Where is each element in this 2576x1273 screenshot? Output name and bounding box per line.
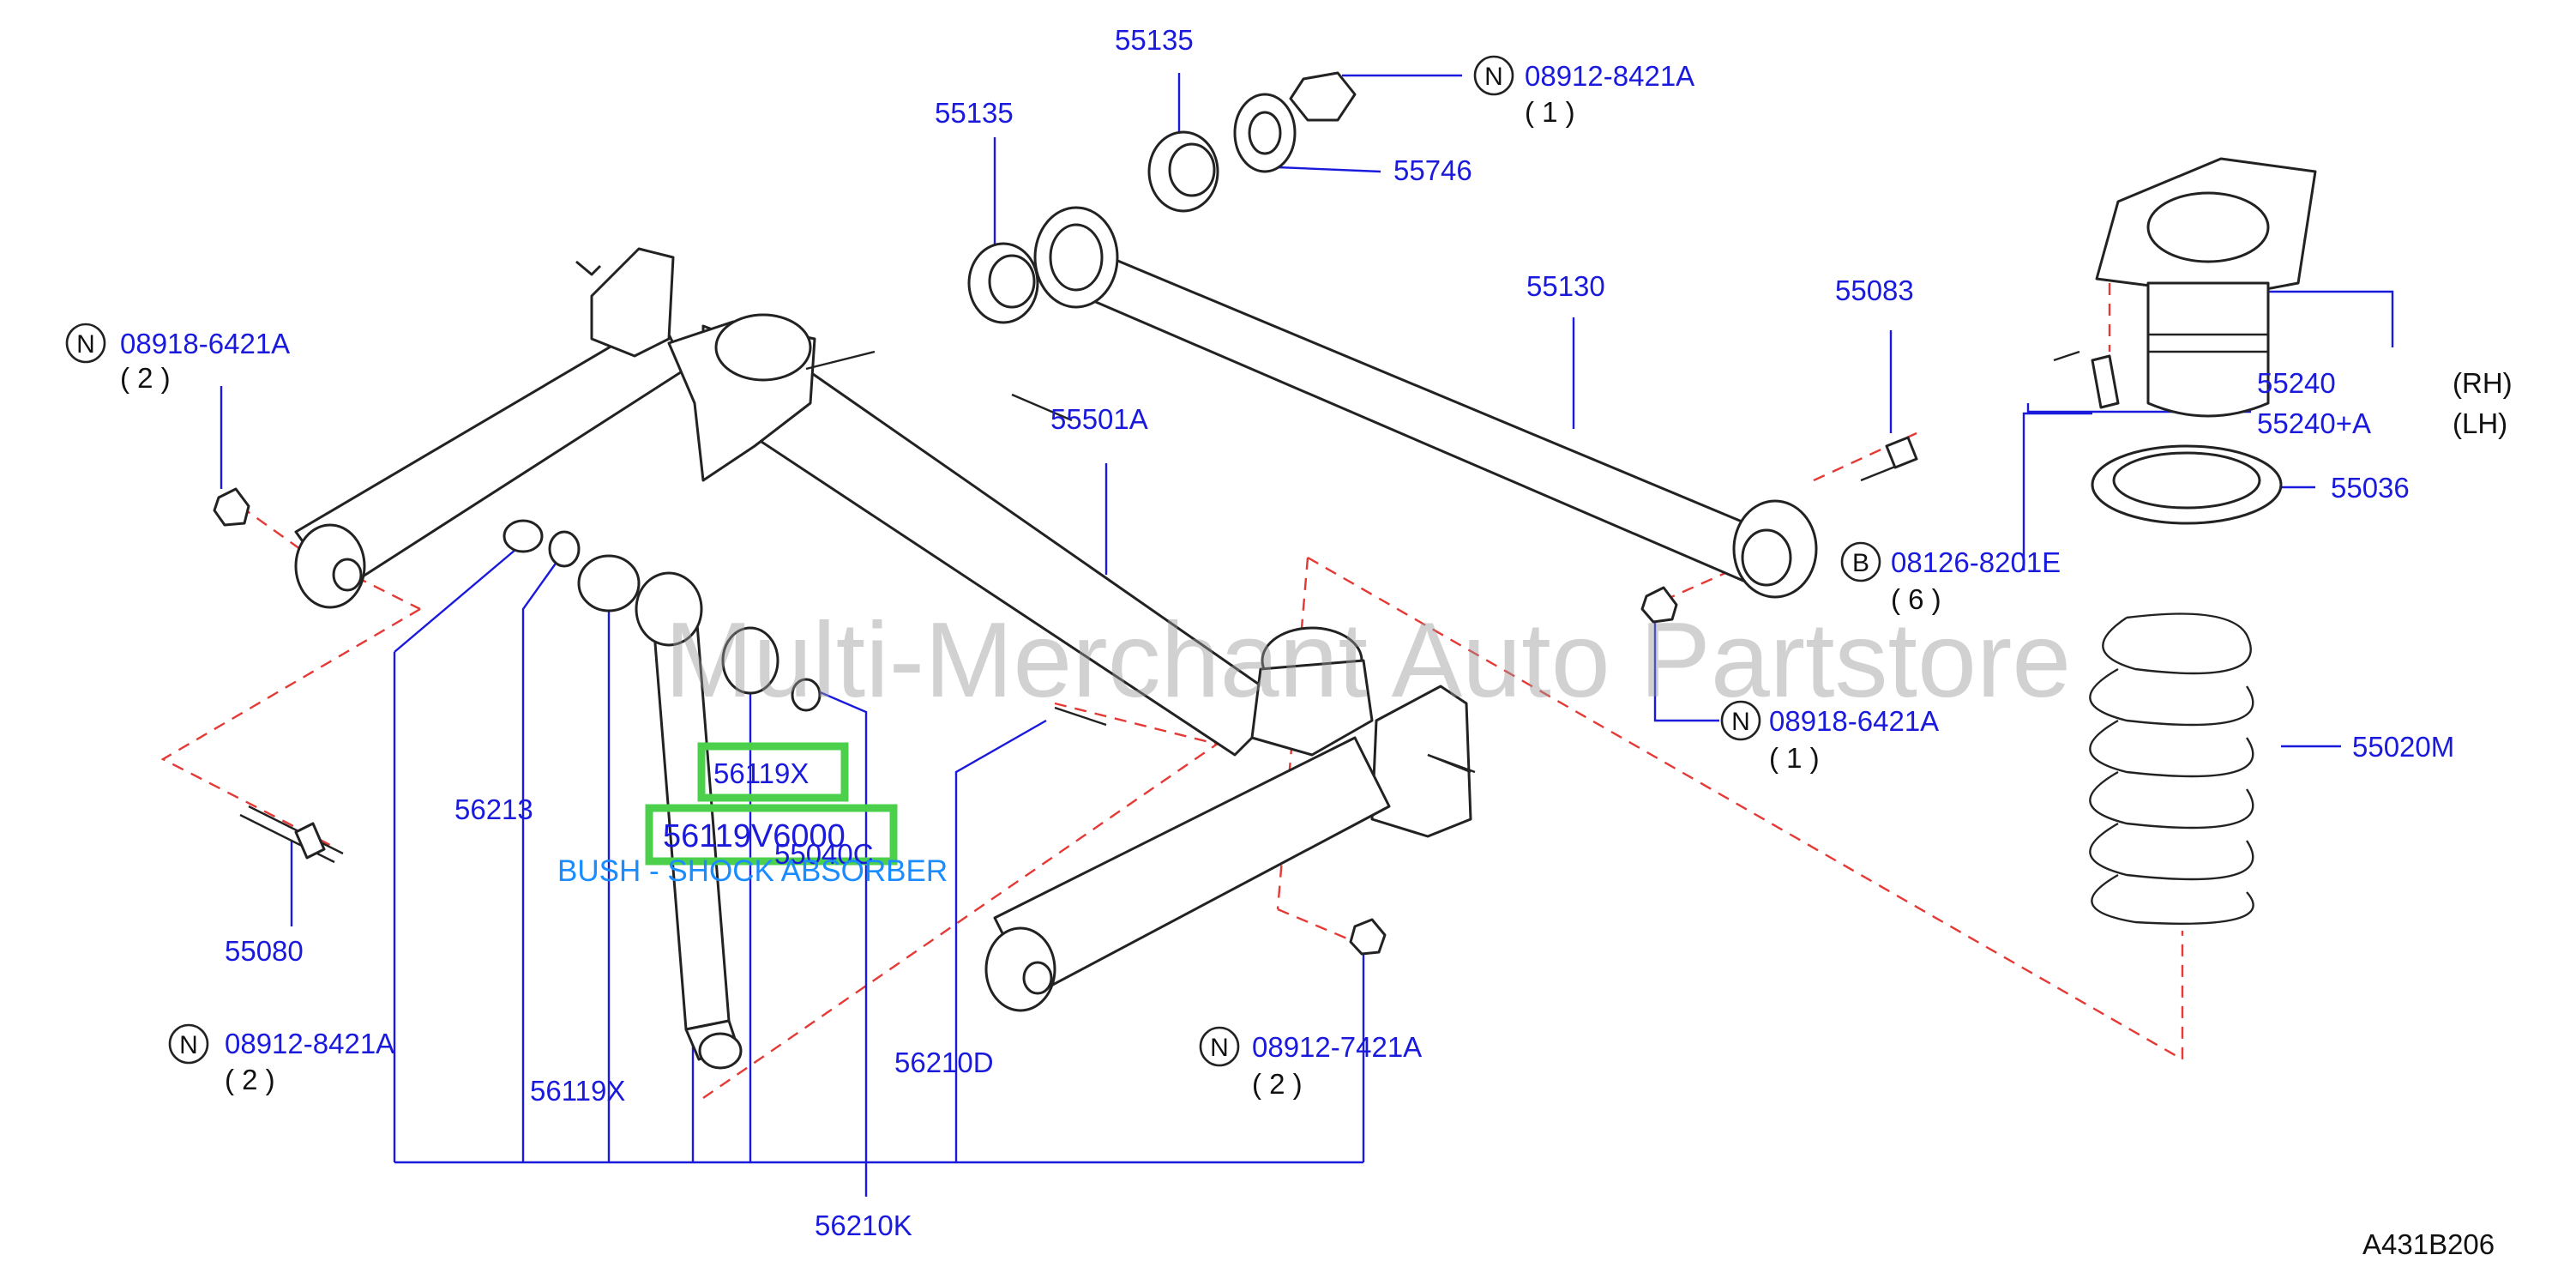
circle-marks: N N B N N N <box>65 55 1881 1067</box>
rear-axle-beam <box>294 247 1472 1012</box>
n-mark-right <box>1720 700 1761 741</box>
lateral-rod-55130 <box>1033 206 1818 599</box>
quantity-08912-8421a-top: ( 1 ) <box>1525 96 1575 128</box>
part-number-55020m[interactable]: 55020M <box>2352 731 2454 763</box>
part-number-56213[interactable]: 56213 <box>454 793 533 825</box>
quantity-08912-7421a: ( 2 ) <box>1252 1068 1303 1100</box>
bolts <box>239 350 2120 864</box>
n-mark-bottom-left-label: N <box>179 1031 198 1059</box>
part-number-08918-6421a-right[interactable]: 08918-6421A <box>1769 705 1939 737</box>
upper-mount-and-spring <box>2089 157 2317 925</box>
n-mark-left-label: N <box>76 330 95 359</box>
side-label-lh: (LH) <box>2453 407 2507 439</box>
n-mark-right-label: N <box>1731 708 1750 736</box>
highlight-box-56119x <box>697 742 849 802</box>
part-description-bush-shock-absorber: BUSH - SHOCK ABSORBER <box>557 854 948 888</box>
n-mark-top <box>1473 55 1514 96</box>
part-number-55130[interactable]: 55130 <box>1526 270 1605 302</box>
quantity-08918-6421a-right: ( 1 ) <box>1769 742 1820 774</box>
part-number-55135-left[interactable]: 55135 <box>935 97 1014 129</box>
bushings-and-washers <box>213 71 1678 956</box>
part-number-55083[interactable]: 55083 <box>1835 275 1914 306</box>
part-number-08918-6421a-left[interactable]: 08918-6421A <box>120 328 290 359</box>
watermark: Multi-Merchant Auto Partstore <box>665 601 2071 720</box>
quantity-08126-8201e: ( 6 ) <box>1891 583 1941 615</box>
b-mark-label: B <box>1852 549 1869 577</box>
part-number-55135-top[interactable]: 55135 <box>1115 24 1194 56</box>
part-labels: 55135 55135 08912-8421A ( 1 ) 55746 5513… <box>120 24 2513 1260</box>
part-number-56119x-highlighted[interactable]: 56119X <box>713 757 809 789</box>
part-number-55036[interactable]: 55036 <box>2331 472 2410 504</box>
n-mark-top-label: N <box>1484 63 1503 91</box>
part-number-08126-8201e[interactable]: 08126-8201E <box>1891 546 2061 578</box>
part-number-55080[interactable]: 55080 <box>225 935 304 967</box>
part-number-56210k[interactable]: 56210K <box>815 1210 912 1241</box>
n-mark-bottom-left <box>168 1023 209 1065</box>
leader-lines <box>220 73 2394 1197</box>
quantity-08918-6421a-left: ( 2 ) <box>120 362 171 394</box>
part-number-56119x-bottom[interactable]: 56119X <box>530 1075 625 1107</box>
part-number-55040c[interactable]: 55040C <box>774 838 874 870</box>
n-mark-bottom-right-label: N <box>1210 1034 1229 1062</box>
b-mark <box>1840 541 1881 582</box>
part-number-08912-8421a-bottom[interactable]: 08912-8421A <box>225 1028 394 1059</box>
part-number-55501a[interactable]: 55501A <box>1050 403 1148 435</box>
quantity-08912-8421a-bottom: ( 2 ) <box>225 1064 275 1095</box>
side-label-rh: (RH) <box>2453 367 2513 399</box>
part-number-56119v6000[interactable]: 56119V6000 <box>663 818 846 854</box>
part-number-55240-lh[interactable]: 55240+A <box>2257 407 2371 439</box>
part-number-55240-rh[interactable]: 55240 <box>2257 367 2336 399</box>
part-number-55746[interactable]: 55746 <box>1393 154 1472 186</box>
part-number-56210d[interactable]: 56210D <box>894 1047 994 1078</box>
diagram-code: A431B206 <box>2362 1228 2495 1260</box>
highlight-box-56119v6000 <box>645 804 898 866</box>
part-number-08912-7421a[interactable]: 08912-7421A <box>1252 1031 1422 1063</box>
n-mark-bottom-right <box>1199 1026 1240 1067</box>
n-mark-left <box>65 323 106 364</box>
part-number-08912-8421a-top[interactable]: 08912-8421A <box>1525 60 1694 92</box>
